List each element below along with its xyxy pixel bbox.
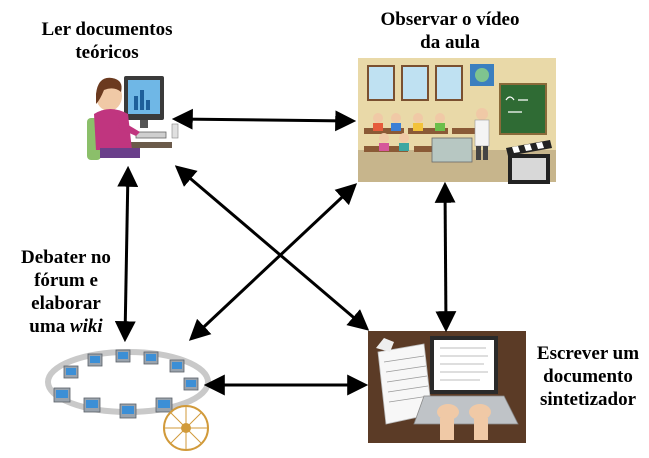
label-write-line-2: documento — [543, 366, 633, 387]
arrow-read-video — [171, 108, 357, 132]
label-debate-wiki: wiki — [69, 316, 103, 337]
arrows-group — [114, 108, 457, 396]
label-video-line-1: Observar o vídeo — [380, 9, 520, 30]
label-read-documents: Ler documentos teóricos — [18, 18, 196, 64]
label-read-line-1: Ler documentos — [41, 19, 173, 40]
label-write-document: Escrever um documento sintetizador — [528, 342, 648, 411]
label-debate-line-2: fórum e — [34, 270, 98, 291]
label-write-line-3: sintetizador — [539, 389, 637, 410]
arrow-read-write — [174, 165, 370, 331]
label-debate-forum: Debater no fórum e elaborar uma wiki — [2, 246, 130, 338]
label-debate-line-3: elaborar — [31, 293, 101, 314]
label-debate-prefix: uma — [29, 316, 70, 337]
label-video-line-2: da aula — [420, 32, 480, 53]
arrow-video-debate — [188, 183, 358, 341]
label-write-line-1: Escrever um — [536, 343, 640, 364]
computer-network-icon — [45, 349, 211, 451]
classroom-icon — [358, 58, 556, 184]
label-watch-video: Observar o vídeo da aula — [352, 8, 548, 54]
arrow-video-write — [434, 181, 457, 333]
label-debate-line-1: Debater no — [21, 247, 111, 268]
label-read-line-2: teóricos — [75, 42, 139, 63]
label-debate-line-4: uma wiki — [2, 315, 130, 338]
arrow-read-debate — [114, 165, 139, 343]
person-at-computer-icon — [87, 76, 179, 160]
clapperboard-icon — [506, 140, 552, 184]
laptop-writing-icon — [368, 331, 526, 443]
